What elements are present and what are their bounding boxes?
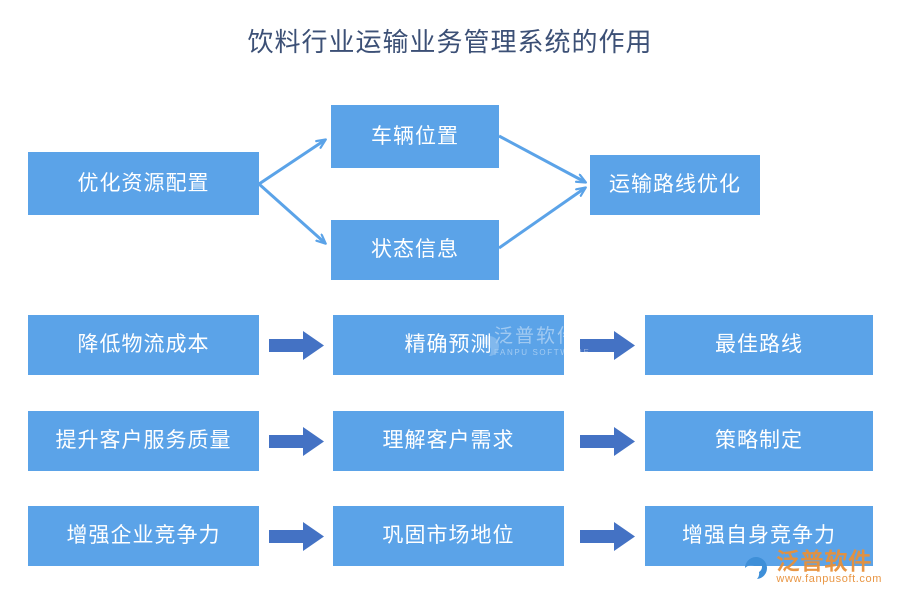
node-label: 理解客户需求 — [382, 428, 515, 453]
block-arrow-row2-1 — [269, 427, 324, 456]
connector-source-to-vehicle — [258, 140, 325, 186]
connector-status-to-target — [498, 188, 585, 250]
node-strategy-formulation[interactable]: 策略制定 — [645, 411, 873, 471]
block-arrow-row2-2 — [580, 427, 635, 456]
block-arrow-row3-1 — [269, 522, 324, 551]
node-label: 最佳路线 — [715, 332, 803, 357]
node-label: 策略制定 — [715, 428, 803, 453]
node-enhance-own-competitiveness[interactable]: 增强自身竞争力 — [645, 506, 873, 566]
node-transport-route-optimization[interactable]: 运输路线优化 — [590, 155, 760, 215]
node-improve-customer-service-quality[interactable]: 提升客户服务质量 — [28, 411, 259, 471]
node-reduce-logistics-cost[interactable]: 降低物流成本 — [28, 315, 259, 375]
connector-vehicle-to-target — [498, 134, 585, 182]
block-arrow-row1-2 — [580, 331, 635, 360]
node-label: 车辆位置 — [371, 123, 459, 148]
node-enhance-enterprise-competitiveness[interactable]: 增强企业竞争力 — [28, 506, 259, 566]
node-label: 提升客户服务质量 — [55, 428, 232, 453]
node-vehicle-position[interactable]: 车辆位置 — [331, 105, 499, 168]
node-status-information[interactable]: 状态信息 — [331, 220, 499, 280]
watermark-url: www.fanpusoft.com — [776, 573, 882, 585]
node-understand-customer-needs[interactable]: 理解客户需求 — [333, 411, 564, 471]
node-consolidate-market-position[interactable]: 巩固市场地位 — [333, 506, 564, 566]
block-arrow-row3-2 — [580, 522, 635, 551]
node-best-route[interactable]: 最佳路线 — [645, 315, 873, 375]
node-label: 增强企业竞争力 — [66, 523, 221, 548]
node-accurate-forecast[interactable]: 精确预测 — [333, 315, 564, 375]
node-label: 巩固市场地位 — [382, 523, 515, 548]
page-title: 饮料行业运输业务管理系统的作用 — [247, 28, 653, 57]
node-label: 状态信息 — [371, 237, 459, 262]
node-label: 增强自身竞争力 — [682, 523, 836, 548]
node-label: 降低物流成本 — [77, 332, 210, 357]
connector-source-to-status — [258, 182, 325, 243]
node-optimize-resource-allocation[interactable]: 优化资源配置 — [28, 152, 259, 215]
node-label: 运输路线优化 — [609, 172, 741, 197]
node-label: 精确预测 — [404, 332, 493, 357]
node-label: 优化资源配置 — [77, 170, 210, 195]
block-arrow-row1-1 — [269, 331, 324, 360]
